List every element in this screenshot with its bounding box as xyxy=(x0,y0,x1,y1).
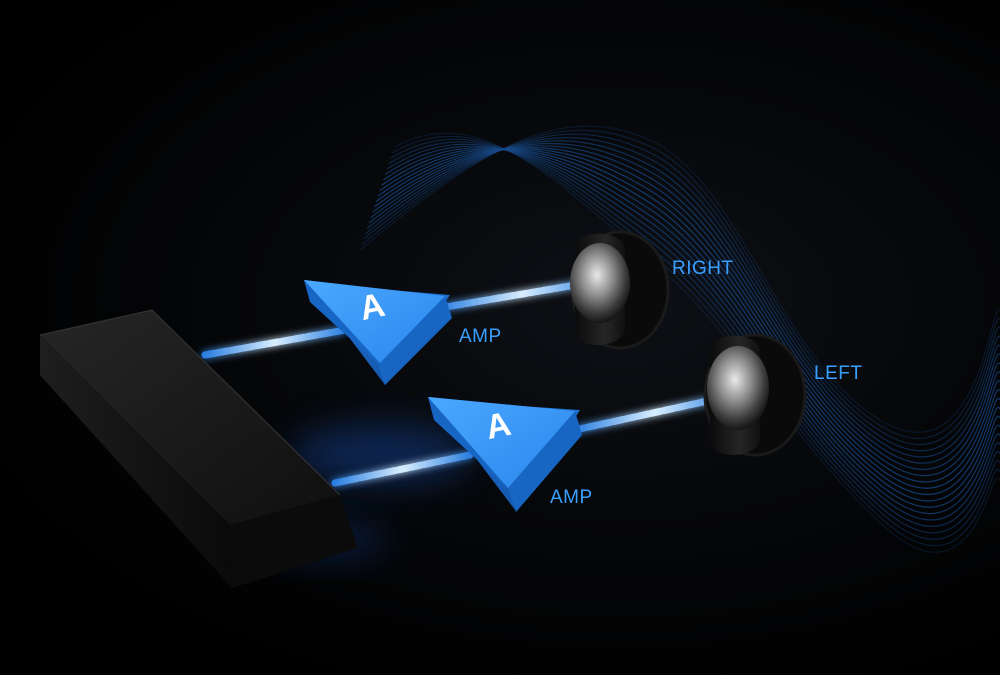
glow-reflection xyxy=(290,425,470,485)
amp-top-face xyxy=(304,280,445,363)
sound-wave-line xyxy=(363,133,1000,446)
sound-wave-line xyxy=(368,142,1000,464)
sound-wave-line xyxy=(374,148,1000,483)
sound-wave-line xyxy=(375,148,1000,489)
speaker-right-face xyxy=(570,243,630,323)
amplifier-triangle-icon: A xyxy=(428,397,582,512)
source-block-front-face xyxy=(40,335,232,588)
sound-wave-line xyxy=(372,146,1000,477)
source-block-icon xyxy=(39,309,358,588)
left-speaker-label: LEFT xyxy=(814,363,863,384)
sound-wave-line xyxy=(377,149,1000,495)
amp-bottom-face xyxy=(428,397,575,488)
wire-source-to-amp-bottom xyxy=(331,451,474,487)
source-block-side-face xyxy=(230,495,358,588)
sound-wave-line xyxy=(359,125,1000,433)
amp-bottom-label: AMP xyxy=(550,487,593,508)
amp-top-label: AMP xyxy=(459,326,502,347)
speaker-driver-icon xyxy=(570,230,670,350)
wire-source-to-amp-top xyxy=(201,326,349,359)
sound-wave-lines xyxy=(359,125,1000,553)
speaker-driver-icon xyxy=(703,333,807,457)
sound-wave-line xyxy=(370,145,1000,470)
sound-wave-line xyxy=(366,140,1000,458)
sound-wave-line xyxy=(361,129,1000,439)
sound-wave-line xyxy=(365,137,1000,452)
source-block-top-face xyxy=(40,310,340,525)
amplifier-triangle-icon: A xyxy=(304,280,452,385)
right-speaker-label: RIGHT xyxy=(672,258,734,279)
speaker-left-face xyxy=(707,346,769,430)
